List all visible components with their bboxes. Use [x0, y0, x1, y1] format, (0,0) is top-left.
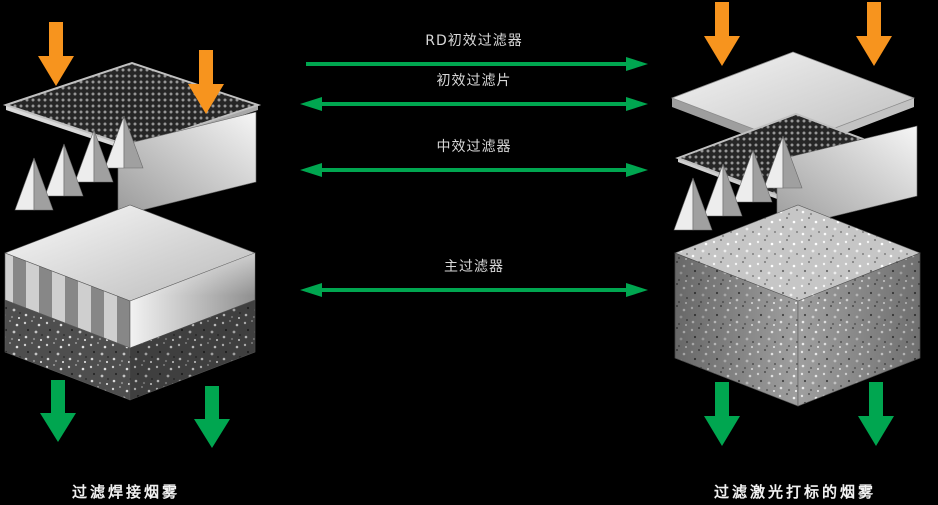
arrowhead-left — [300, 163, 322, 177]
arrowhead-right — [626, 97, 648, 111]
right-pleated-filter-layer — [673, 125, 918, 231]
left-main-filter-cube — [4, 204, 256, 401]
right-inflow-arrow-2 — [856, 2, 892, 66]
left-outflow-arrow-2 — [194, 386, 230, 448]
arrowhead-right — [626, 57, 648, 71]
layer-label-main-filter: 主过滤器 — [444, 259, 504, 275]
layer-label-medium-filter: 中效过滤器 — [436, 139, 512, 155]
arrowhead-left — [300, 283, 322, 297]
arrowhead-right — [626, 163, 648, 177]
right-stack-caption: 过滤激光打标的烟雾 — [714, 483, 877, 501]
layer-row-medium-filter: 中效过滤器 — [300, 138, 648, 180]
layer-row-rd-pre-filter: RD初效过滤器 — [300, 32, 648, 74]
arrowhead-left — [300, 97, 322, 111]
layer-label-rd-pre-filter: RD初效过滤器 — [425, 33, 523, 49]
layer-arrow-medium-filter — [300, 163, 648, 177]
layer-row-main-filter: 主过滤器 — [300, 258, 648, 300]
layer-arrow-rd-pre-filter — [306, 57, 648, 71]
right-inflow-arrow-1 — [704, 2, 740, 66]
right-main-filter-cube — [674, 204, 921, 407]
left-stack-caption: 过滤焊接烟雾 — [72, 483, 181, 501]
right-filter-stack — [670, 51, 921, 407]
right-outflow-arrow-2 — [858, 382, 894, 446]
left-inflow-arrow-2 — [188, 50, 224, 114]
left-outflow-arrow-1 — [40, 380, 76, 442]
left-pleated-filter-layer — [14, 111, 257, 217]
right-outflow-arrow-1 — [704, 382, 740, 446]
left-inflow-arrow-1 — [38, 22, 74, 86]
layer-label-pre-filter-sheet: 初效过滤片 — [436, 73, 512, 89]
arrowhead-right — [626, 283, 648, 297]
layer-arrow-pre-filter-sheet — [300, 97, 648, 111]
left-filter-stack — [2, 61, 262, 401]
layer-row-pre-filter-sheet: 初效过滤片 — [300, 72, 648, 114]
layer-arrow-main-filter — [300, 283, 648, 297]
